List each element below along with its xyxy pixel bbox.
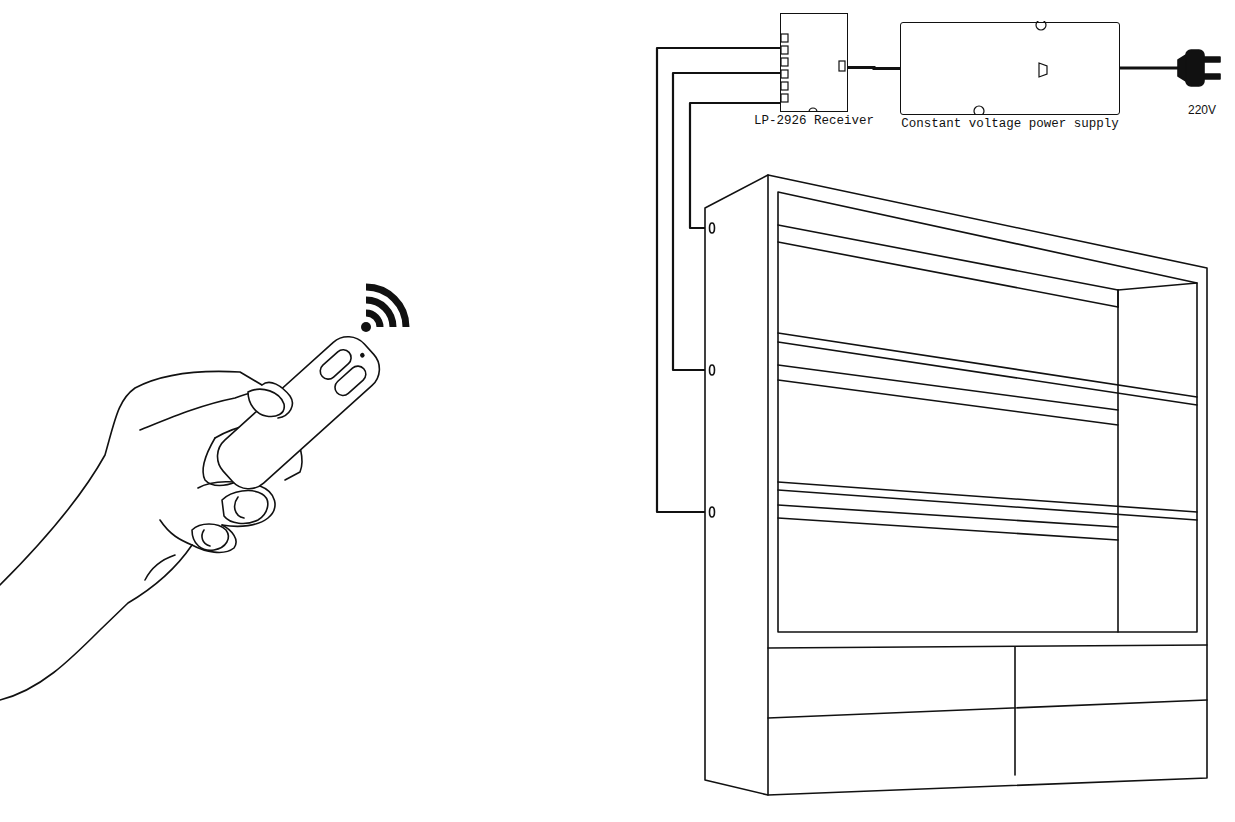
box-detail [899,21,1119,114]
box-detail [779,12,847,111]
receiver-box: LP-2926 Receiver [780,13,848,129]
box-outline [780,13,848,112]
cabinet [705,175,1207,795]
device-label: Constant voltage power supply [901,117,1119,132]
power-plug [1120,50,1220,86]
power-supply-box: Constant voltage power supply [900,22,1120,132]
voltage-label: 220V [1188,103,1216,117]
power-cable [848,67,900,68]
device-label: LP-2926 Receiver [754,114,874,129]
box-outline [900,22,1120,115]
remote-control [208,328,388,498]
wireless-signal-symbol [361,287,406,332]
